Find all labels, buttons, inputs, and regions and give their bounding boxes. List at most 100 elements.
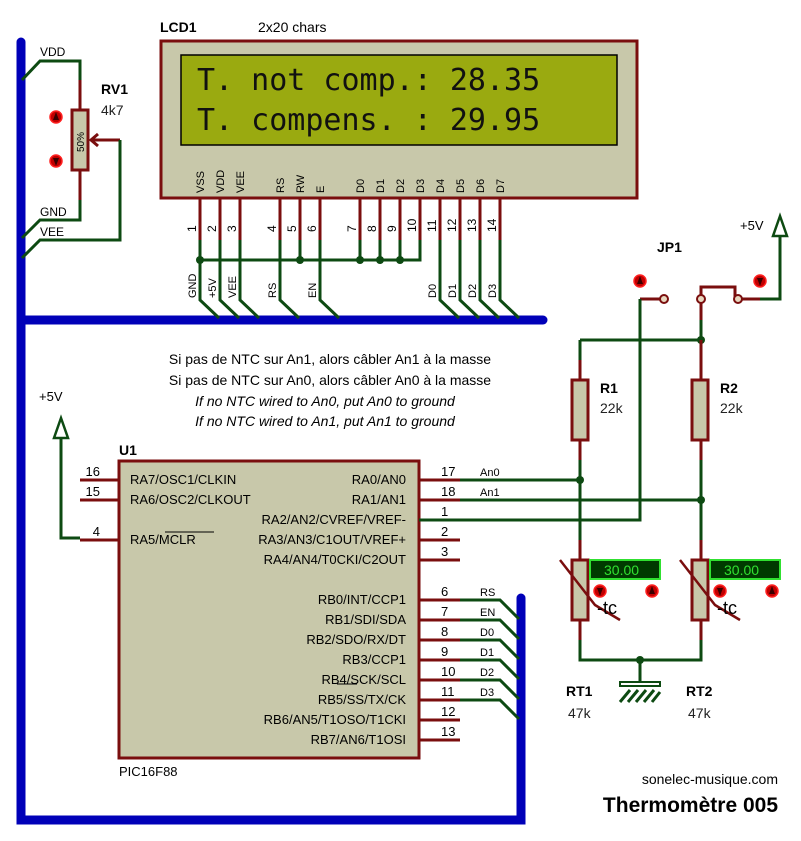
lcd-pin-number: 7 bbox=[345, 225, 359, 232]
lcd-pin-name: D2 bbox=[395, 179, 407, 193]
lcd-pin-name: VSS bbox=[195, 171, 207, 193]
lcd-pin-number: 12 bbox=[445, 218, 459, 232]
lcd-pin-name: VEE bbox=[235, 171, 247, 193]
mcu-net-label: An0 bbox=[480, 467, 500, 479]
lcd-pin-number: 13 bbox=[465, 218, 479, 232]
lcd-pin-number: 1 bbox=[185, 225, 199, 232]
r2-value: 22k bbox=[720, 400, 744, 416]
rt2-reading-display bbox=[709, 559, 781, 580]
mcu-pin-name: RB4/SCK/SCL bbox=[321, 672, 406, 687]
lcd-net-label: D0 bbox=[427, 284, 439, 298]
power-label-left: +5V bbox=[39, 389, 63, 404]
lcd-pin-name: RW bbox=[295, 174, 307, 193]
sensor-network: R1 22k R2 22k -tc 30.00 -tc 30.00 RT1 bbox=[460, 336, 781, 721]
mcu-pin-number: 10 bbox=[441, 664, 455, 679]
mcu-part: PIC16F88 bbox=[119, 764, 178, 779]
lcd-pin-name: E bbox=[315, 186, 327, 193]
lcd-bus-wire bbox=[458, 240, 481, 320]
probe-up-icon[interactable] bbox=[633, 274, 647, 288]
probe-down-icon[interactable] bbox=[593, 584, 607, 598]
probe-down-icon[interactable] bbox=[49, 154, 63, 168]
r1-ref: R1 bbox=[600, 380, 618, 396]
mcu-pin-name: RB5/SS/TX/CK bbox=[318, 692, 406, 707]
note-line-1: Si pas de NTC sur An1, alors câbler An1 … bbox=[169, 351, 491, 367]
mcu-net-label: EN bbox=[480, 607, 495, 619]
notes: Si pas de NTC sur An1, alors câbler An1 … bbox=[169, 351, 491, 429]
rt1-value: 47k bbox=[568, 705, 592, 721]
rt2-value: 47k bbox=[688, 705, 712, 721]
mcu-net-label: D2 bbox=[480, 667, 494, 679]
note-line-2: Si pas de NTC sur An0, alors câbler An0 … bbox=[169, 372, 491, 388]
lcd-pin-name: D0 bbox=[355, 179, 367, 193]
lcd-net-label: VEE bbox=[227, 276, 239, 298]
pot-vee-label: VEE bbox=[40, 225, 64, 239]
lcd-line-2: T. compens. : 29.95 bbox=[197, 103, 540, 138]
mcu-pin-number: 8 bbox=[441, 624, 448, 639]
mcu-net-label: D3 bbox=[480, 687, 494, 699]
lcd-net-label: +5V bbox=[207, 277, 219, 298]
mcu-pin-name: RB0/INT/CCP1 bbox=[318, 592, 406, 607]
lcd-pin-number: 2 bbox=[205, 225, 219, 232]
lcd-bus-wire bbox=[318, 240, 341, 320]
lcd-net-label: D3 bbox=[487, 284, 499, 298]
mcu-pin-number: 13 bbox=[441, 724, 455, 739]
lcd-pin-name: VDD bbox=[215, 170, 227, 193]
mcu-pin-number: 18 bbox=[441, 484, 455, 499]
mcu-net-label: D1 bbox=[480, 647, 494, 659]
lcd-bus-wire bbox=[198, 260, 221, 320]
probe-up-icon[interactable] bbox=[645, 584, 659, 598]
lcd-net-label: RS bbox=[267, 283, 279, 298]
thermistor-rt1 bbox=[570, 558, 590, 622]
lcd-module: T. not comp.: 28.35 T. compens. : 29.95 … bbox=[159, 19, 639, 320]
lcd-line-1: T. not comp.: 28.35 bbox=[197, 63, 540, 98]
probe-up-icon[interactable] bbox=[49, 110, 63, 124]
rt2-tc: -tc bbox=[717, 598, 737, 618]
mcu-pin-number: 17 bbox=[441, 464, 455, 479]
mcu-pin-number: 3 bbox=[441, 544, 448, 559]
mcu-pin-name: RA7/OSC1/CLKIN bbox=[130, 472, 236, 487]
mcu-net-label: An1 bbox=[480, 487, 500, 499]
mcu-pin-name: RA6/OSC2/CLKOUT bbox=[130, 492, 251, 507]
jumper-ref: JP1 bbox=[657, 239, 682, 255]
mcu-bus-wire bbox=[460, 658, 521, 681]
lcd-net-label: GND bbox=[187, 274, 199, 299]
mcu-pin-number: 11 bbox=[441, 684, 455, 699]
mcu-pin-number: 12 bbox=[441, 704, 455, 719]
rt1-reading: 30.00 bbox=[604, 562, 639, 578]
probe-up-icon[interactable] bbox=[765, 584, 779, 598]
mcu-pin-name: RB6/AN5/T1OSO/T1CKI bbox=[264, 712, 406, 727]
lcd-net-label: D2 bbox=[467, 284, 479, 298]
rt1-reading-display bbox=[589, 559, 661, 580]
note-line-3: If no NTC wired to An0, put An0 to groun… bbox=[195, 393, 456, 409]
lcd-pins: VSS1VDD2VEE3RS4RW5E6D07D18D29D310D411D51… bbox=[185, 170, 521, 320]
mcu-pin-number: 2 bbox=[441, 524, 448, 539]
lcd-pin-number: 10 bbox=[405, 218, 419, 232]
lcd-bus-wire bbox=[438, 240, 461, 320]
lcd-pin-name: D7 bbox=[495, 179, 507, 193]
lcd-pin-number: 6 bbox=[305, 225, 319, 232]
mcu-pin-number: 9 bbox=[441, 644, 448, 659]
pot-ref: RV1 bbox=[101, 81, 128, 97]
probe-down-icon[interactable] bbox=[753, 274, 767, 288]
lcd-net-label: EN bbox=[307, 283, 319, 298]
mcu-net-label: D0 bbox=[480, 627, 494, 639]
lcd-pin-number: 11 bbox=[425, 219, 439, 232]
mcu-net-label: RS bbox=[480, 587, 495, 599]
lcd-pin-name: D1 bbox=[375, 179, 387, 193]
lcd-bus-wire bbox=[238, 240, 261, 320]
potentiometer-rv1: 50% VDD GND VEE RV1 4k7 bbox=[20, 45, 128, 260]
ground-icon bbox=[618, 660, 662, 703]
mcu-pin-number: 4 bbox=[93, 524, 100, 539]
bus bbox=[16, 37, 548, 825]
mcu-pin-name: RB7/AN6/T1OSI bbox=[311, 732, 406, 747]
mcu-pin-number: 1 bbox=[441, 504, 448, 519]
lcd-gnd-tie bbox=[200, 240, 422, 262]
lcd-ref: LCD1 bbox=[160, 19, 197, 35]
lcd-pin-number: 14 bbox=[485, 218, 499, 232]
rt2-ref: RT2 bbox=[686, 683, 713, 699]
mcu-pin-name: RA5/MCLR bbox=[130, 532, 196, 547]
mcu-pin-number: 6 bbox=[441, 584, 448, 599]
mcu-pin-name: RB1/SDI/SDA bbox=[325, 612, 406, 627]
probe-down-icon[interactable] bbox=[713, 584, 727, 598]
rt1-tc: -tc bbox=[597, 598, 617, 618]
